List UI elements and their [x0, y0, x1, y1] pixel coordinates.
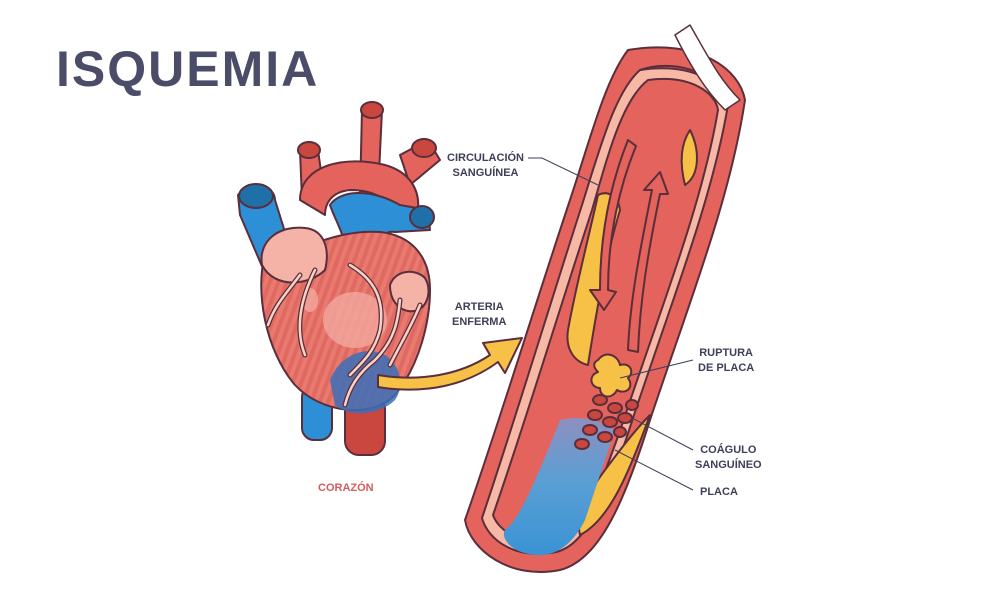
artery-cross-section	[464, 24, 746, 573]
label-arteria-line1: ARTERIA	[454, 301, 504, 313]
leader-coagulo	[631, 417, 694, 451]
deoxygenated-blood	[503, 418, 615, 555]
label-ruptura-de-placa: RUPTURA DE PLACA	[698, 346, 754, 376]
label-coagulo-line1: COÁGULO	[700, 444, 757, 456]
blood-clot	[574, 394, 639, 450]
label-ruptura-line2: DE PLACA	[698, 362, 755, 374]
label-arteria-line2: ENFERMA	[452, 316, 507, 328]
label-placa: PLACA	[700, 486, 738, 498]
page-title: ISQUEMIA	[56, 41, 320, 97]
label-arteria-enferma: ARTERIA ENFERMA	[452, 300, 506, 330]
left-atrium	[260, 226, 328, 284]
plaque-rupture	[590, 353, 633, 398]
label-coagulo-line2: SANGUÍNEO	[695, 459, 762, 471]
leader-lines	[528, 157, 694, 491]
label-ruptura-line1: RUPTURA	[699, 347, 753, 359]
flow-arrow-down	[589, 139, 637, 311]
leader-ruptura	[619, 359, 694, 379]
catheter	[674, 24, 741, 111]
label-coagulo-sanguineo: COÁGULO SANGUÍNEO	[695, 443, 762, 473]
label-circulacion-line2: SANGUÍNEA	[452, 167, 519, 179]
label-circulacion-line1: CIRCULACIÓN	[447, 152, 524, 164]
leader-circulacion	[528, 157, 599, 186]
leader-placa	[614, 449, 694, 491]
flow-arrow-up	[627, 171, 669, 353]
heart	[237, 101, 441, 456]
label-circulacion-sanguinea: CIRCULACIÓN SANGUÍNEA	[447, 151, 524, 181]
label-corazon: CORAZÓN	[318, 482, 374, 494]
connector-arrow	[377, 337, 523, 391]
plaque-right	[680, 129, 698, 186]
